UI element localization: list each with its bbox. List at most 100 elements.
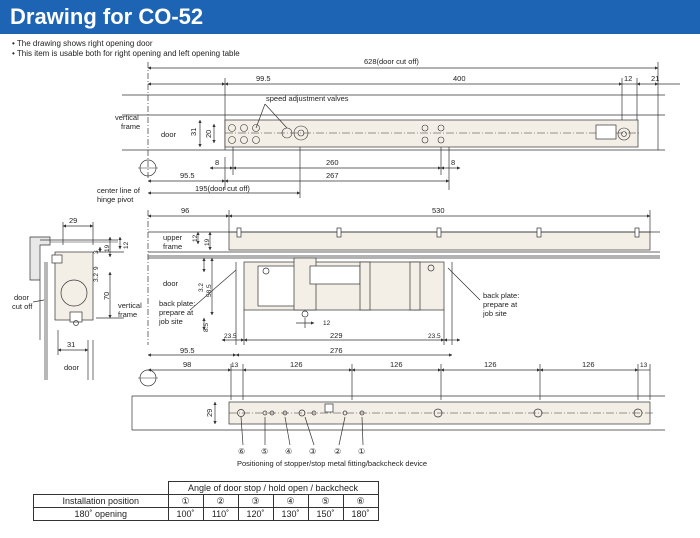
note-2: This item is usable both for right openi… [12,49,240,59]
front-view [147,210,660,357]
pos-cell-5: ⑤ [307,494,344,508]
bottom-dim-13-left: 13 [231,362,239,369]
label-vertical-frame-b: frame [121,122,140,131]
dim-21: 21 [651,74,659,83]
dim-8-left: 8 [215,158,219,167]
bottom-dim-13-right: 13 [640,362,648,369]
front-dim-3-2: 3.2 [198,283,205,292]
label-door-side: door [64,363,80,372]
pos-cell-6: ⑥ [342,494,379,508]
front-dim-58-5: 58.5 [206,284,213,297]
dim-95-5-top: 95.5 [180,171,195,180]
label-vertical-frame-side-a: vertical [118,301,142,310]
side-dim-9: 9 [93,266,100,270]
front-dim-23-5-right: 23.5 [428,333,441,340]
label-door-front: door [163,279,179,288]
angle-table: Angle of door stop / hold open / backche… [33,481,379,521]
top-view-labels: 628(door cut off) 99.5 400 12 21 vertica… [97,57,659,204]
angle-cell-4: 130˚ [272,507,309,521]
angle-table-positions-row: Installation position ① ② ③ ④ ⑤ ⑥ [33,494,379,508]
label-back-plate-left-c: job site [158,317,183,326]
dim-12: 12 [624,74,632,83]
front-dim-530: 530 [432,206,445,215]
pos-cell-1: ① [167,494,204,508]
bottom-view [131,364,665,446]
dim-260: 260 [326,158,339,167]
label-vertical-frame-a: vertical [115,113,139,122]
label-back-plate-right-c: job site [482,309,507,318]
dim-195: 195(door cut off) [195,184,250,193]
notes: The drawing shows right opening door Thi… [12,39,240,59]
angle-cell-3: 120˚ [237,507,274,521]
side-view [29,222,124,380]
position-5: ⑤ [261,447,268,456]
side-dim-70: 70 [102,292,111,300]
dim-20-top: 20 [204,130,213,138]
label-center-line-b: hinge pivot [97,195,134,204]
front-dim-276: 276 [330,346,343,355]
label-center-line-a: center line of [97,186,141,195]
front-dim-12: 12 [192,234,199,242]
bottom-view-labels: 98 13 126 126 126 126 13 29 ⑥ ⑤ ④ ③ ② ① … [183,360,648,468]
dim-31-top: 31 [189,128,198,136]
angle-cell-1: 100˚ [167,507,204,521]
top-view [122,62,680,198]
angle-table-header-row: Angle of door stop / hold open / backche… [33,481,379,495]
label-back-plate-right-a: back plate: [483,291,519,300]
bottom-dim-126-d: 126 [582,360,595,369]
front-dim-95-5: 95.5 [180,346,195,355]
bottom-dim-126-a: 126 [290,360,303,369]
front-dim-19: 19 [204,238,211,246]
angle-table-header: Angle of door stop / hold open / backche… [167,481,379,495]
front-view-labels: 96 530 upper frame 12 19 door 3.2 58.5 b… [158,206,519,355]
side-dim-19: 19 [104,244,111,252]
label-back-plate-left-b: prepare at [159,308,194,317]
label-upper-frame-b: frame [163,242,182,251]
position-1: ① [358,447,365,456]
position-6: ⑥ [238,447,245,456]
title-bar: Drawing for CO-52 [0,0,700,34]
front-dim-96: 96 [181,206,189,215]
side-dim-29: 29 [69,216,77,225]
position-3: ③ [309,447,316,456]
dim-400: 400 [453,74,466,83]
front-dim-12-small: 12 [323,320,331,327]
side-dim-3: 3 [93,250,100,254]
label-door-cut-off-a: door [14,293,30,302]
angle-cell-6: 180˚ [342,507,379,521]
dim-overall: 628(door cut off) [364,57,419,66]
side-view-labels: 29 3 19 12 9 3.2 70 31 door cut off vert… [12,216,142,372]
pos-cell-4: ④ [272,494,309,508]
label-door-top: door [161,130,177,139]
bottom-dim-126-b: 126 [390,360,403,369]
note-1: The drawing shows right opening door [12,39,240,49]
dim-99-5: 99.5 [256,74,271,83]
page-title: Drawing for CO-52 [10,4,204,29]
front-dim-8-5: 8.5 [203,323,210,332]
label-vertical-frame-side-b: frame [118,310,137,319]
label-speed-valves: speed adjustment valves [266,94,349,103]
dim-8-right: 8 [451,158,455,167]
label-upper-frame-a: upper [163,233,183,242]
label-back-plate-right-b: prepare at [483,300,518,309]
angle-cell-5: 150˚ [307,507,344,521]
positioning-caption: Positioning of stopper/stop metal fittin… [237,459,427,468]
side-dim-3-2: 3.2 [93,273,100,282]
label-door-cut-off-b: cut off [12,302,33,311]
row-label-installation: Installation position [33,494,169,508]
dim-267: 267 [326,171,339,180]
label-back-plate-left-a: back plate: [159,299,195,308]
pos-cell-2: ② [202,494,239,508]
position-4: ④ [285,447,292,456]
side-dim-31: 31 [67,340,75,349]
bottom-dim-98: 98 [183,360,191,369]
bottom-dim-29: 29 [205,409,214,417]
side-dim-12: 12 [123,241,130,249]
front-dim-229: 229 [330,331,343,340]
angle-cell-2: 110˚ [202,507,239,521]
bottom-dim-126-c: 126 [484,360,497,369]
pos-cell-3: ③ [237,494,274,508]
angle-table-angles-row: 180˚ opening 100˚ 110˚ 120˚ 130˚ 150˚ 18… [33,507,379,521]
